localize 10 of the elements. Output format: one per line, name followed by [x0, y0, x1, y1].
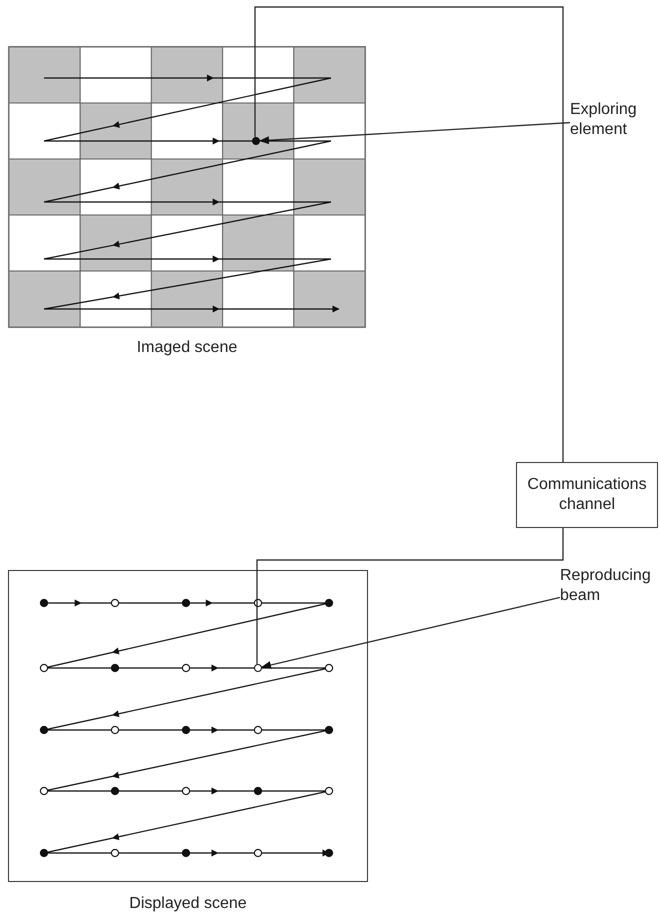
beam-spot-dot [254, 664, 262, 672]
callout-label: Reproducing beam [560, 566, 658, 606]
leader-arrow [259, 122, 570, 144]
scene-caption: Imaged scene [136, 339, 238, 357]
scene-caption: Displayed scene [128, 895, 248, 913]
signal-wire [256, 528, 564, 664]
channel-box: Communications channel [516, 462, 658, 528]
leader-arrow [261, 596, 560, 669]
signal-wire [254, 6, 564, 462]
callout-label: Exploring element [570, 100, 660, 140]
